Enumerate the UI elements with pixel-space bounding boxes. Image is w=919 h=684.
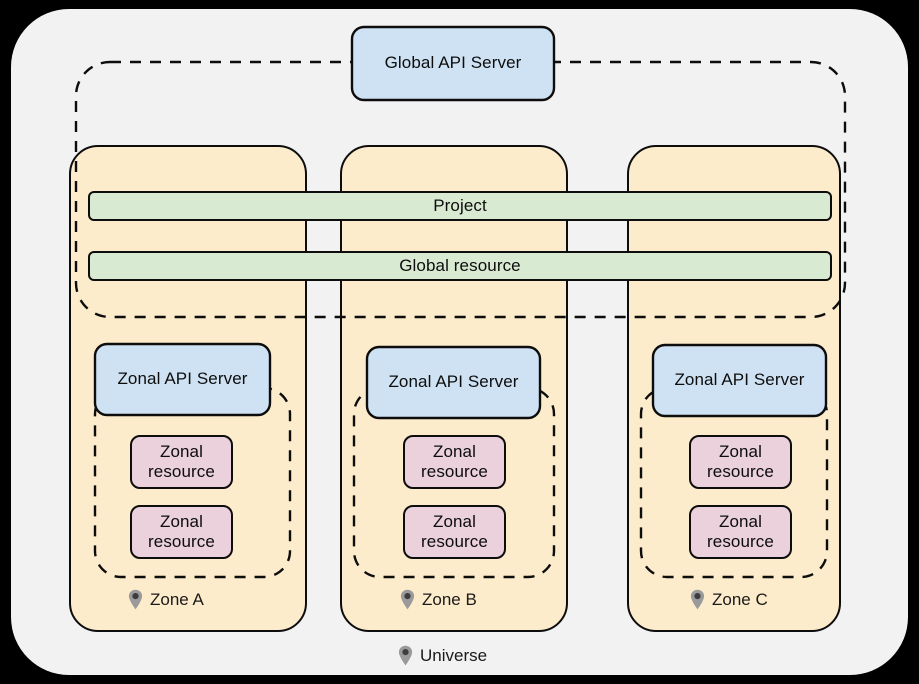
zonal-api-server-box-a: [93, 342, 272, 417]
global-api-server-box: [350, 25, 556, 102]
zonal-resource-box-a1: [130, 435, 233, 489]
location-pin-icon: [690, 589, 705, 610]
location-pin-icon: [400, 589, 415, 610]
zone-label-a: Zone A: [128, 589, 204, 610]
universe-name: Universe: [420, 645, 488, 665]
project-bar: [88, 191, 832, 221]
zonal-resource-box-b1: [403, 435, 506, 489]
location-pin-icon: [398, 645, 413, 666]
global-resource-bar: [88, 251, 832, 281]
zone-name-c: Zone C: [712, 589, 768, 609]
zonal-scope-boundary-b: [352, 386, 556, 579]
zonal-resource-box-a2: [130, 505, 233, 559]
zonal-resource-box-c2: [689, 505, 792, 559]
zone-label-b: Zone B: [400, 589, 477, 610]
zone-name-b: Zone B: [422, 589, 477, 609]
location-pin-icon: [128, 589, 143, 610]
zone-label-c: Zone C: [690, 589, 768, 610]
zonal-api-server-box-c: [651, 343, 828, 418]
zonal-resource-box-b2: [403, 505, 506, 559]
universe-label: Universe: [398, 645, 487, 666]
zone-name-a: Zone A: [150, 589, 204, 609]
zonal-api-server-box-b: [365, 345, 542, 420]
zonal-resource-box-c1: [689, 435, 792, 489]
